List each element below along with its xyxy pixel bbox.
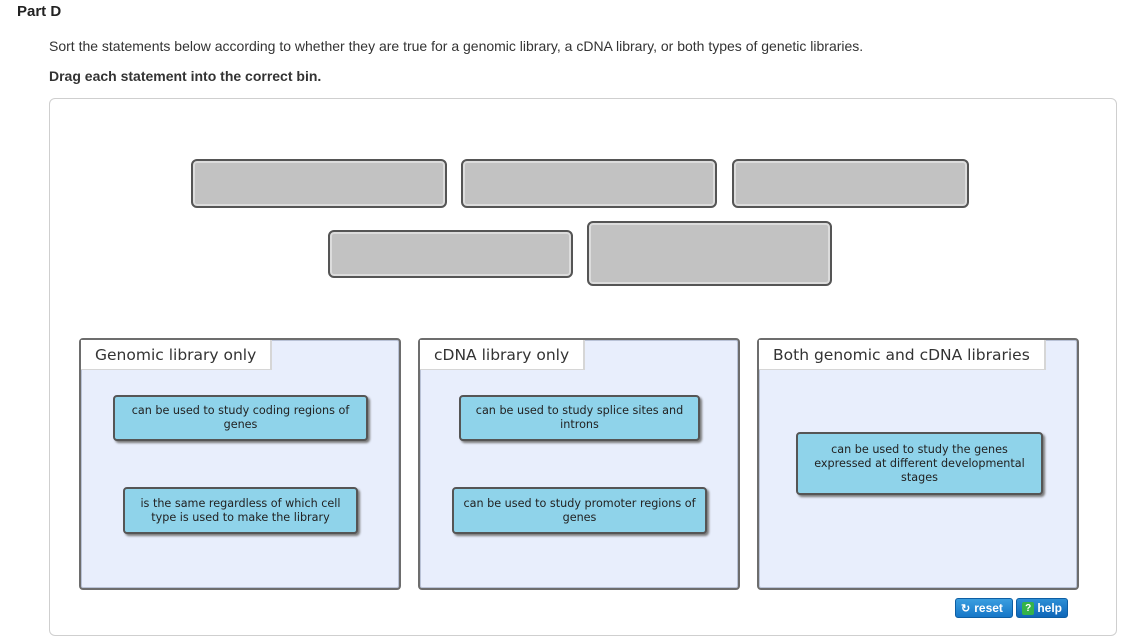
- instructions-text: Sort the statements below according to w…: [49, 38, 864, 54]
- reset-label: reset: [974, 601, 1003, 615]
- statement-card[interactable]: can be used to study coding regions of g…: [113, 395, 368, 441]
- statement-card[interactable]: is the same regardless of which cell typ…: [123, 487, 358, 534]
- empty-slot[interactable]: [328, 230, 573, 278]
- empty-slot[interactable]: [587, 221, 832, 286]
- bin-label: cDNA library only: [420, 340, 586, 370]
- help-label: help: [1037, 601, 1062, 615]
- help-icon: ?: [1022, 601, 1035, 615]
- empty-slot[interactable]: [461, 159, 717, 208]
- statement-card[interactable]: can be used to study the genes expressed…: [796, 432, 1043, 495]
- statement-card[interactable]: can be used to study promoter regions of…: [452, 487, 707, 534]
- bin-both[interactable]: Both genomic and cDNA libraries: [757, 338, 1079, 590]
- empty-slot[interactable]: [191, 159, 447, 208]
- bin-label: Both genomic and cDNA libraries: [759, 340, 1046, 370]
- part-title: Part D: [17, 3, 62, 20]
- help-button[interactable]: ? help: [1016, 598, 1068, 618]
- reset-button[interactable]: ↻ reset: [955, 598, 1013, 618]
- drag-instruction: Drag each statement into the correct bin…: [49, 68, 322, 84]
- bin-label: Genomic library only: [81, 340, 273, 370]
- bin-genomic-only[interactable]: Genomic library only: [79, 338, 401, 590]
- bin-cdna-only[interactable]: cDNA library only: [418, 338, 740, 590]
- reset-icon: ↻: [961, 602, 971, 615]
- empty-slot[interactable]: [732, 159, 969, 208]
- statement-card[interactable]: can be used to study splice sites and in…: [459, 395, 700, 441]
